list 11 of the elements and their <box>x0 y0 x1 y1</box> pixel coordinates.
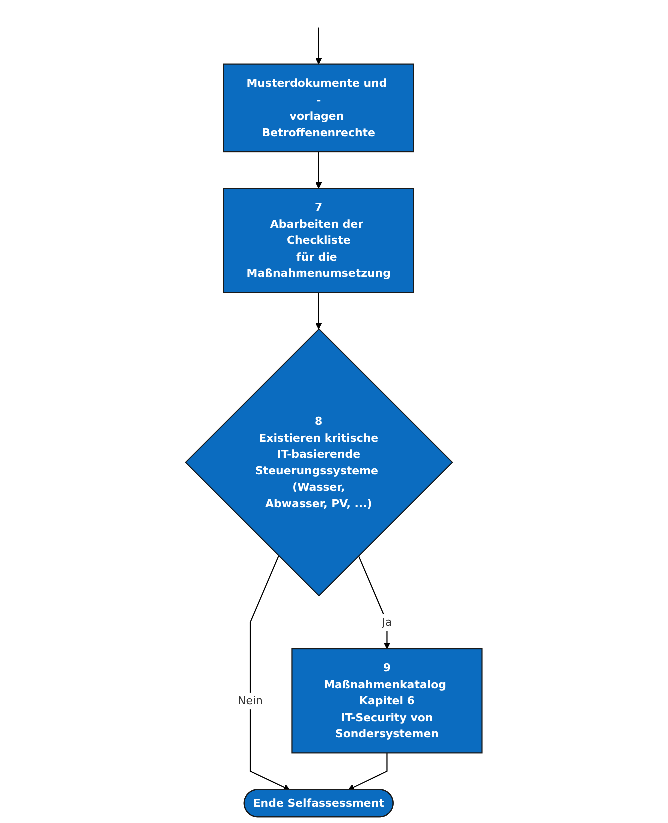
node-box: Musterdokumente und - vorlagen Betroffenenrechte <box>223 64 414 153</box>
arrow <box>358 556 390 650</box>
arrow <box>348 753 388 790</box>
arrow <box>316 292 322 330</box>
arrow <box>250 556 290 791</box>
node-box: 9 Maßnahmenkatalog Kapitel 6 IT-Security von Sondersystemen <box>292 648 483 754</box>
arrow <box>316 152 322 189</box>
node-diamond: 8 Existieren kritische IT-basierende Steuerungssysteme (Wasser, Abwasser, PV, ...) <box>185 328 454 597</box>
arrow <box>316 28 322 65</box>
node-box: 7 Abarbeiten der Checkliste für die Maßnahmenumsetzung <box>223 188 414 294</box>
edge-label: Nein <box>238 694 263 708</box>
